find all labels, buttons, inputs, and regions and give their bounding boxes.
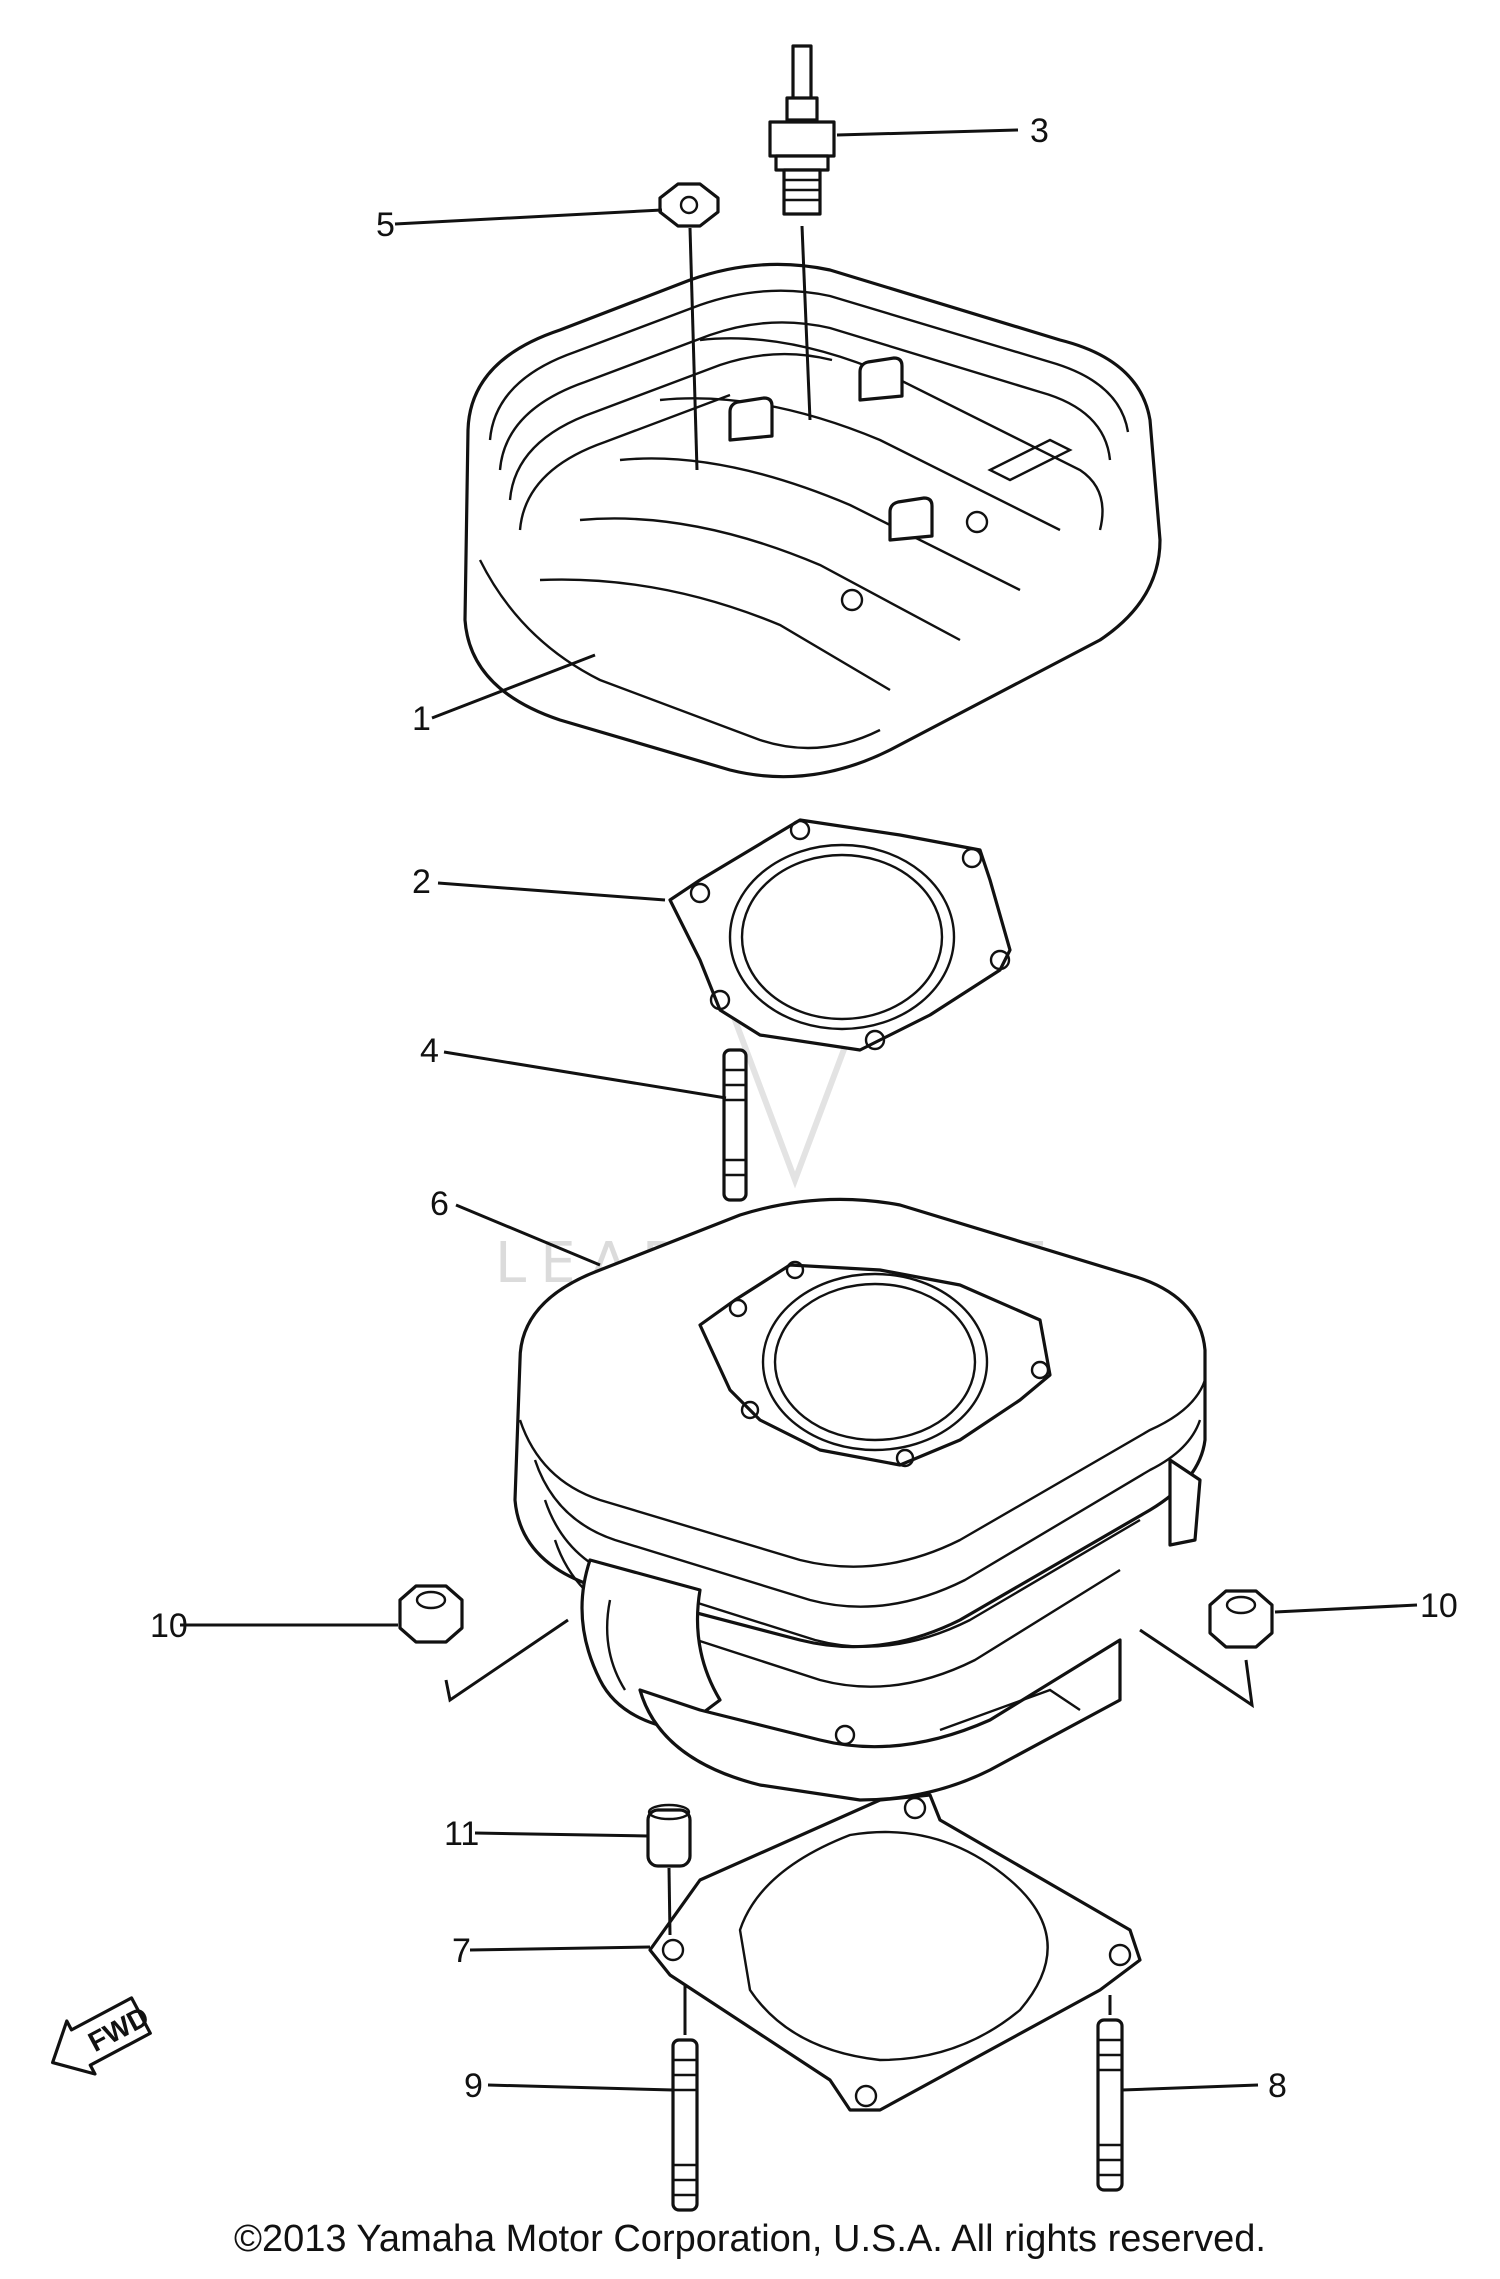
cylinder-nut-left: [398, 1584, 464, 1644]
copyright-notice: ©2013 Yamaha Motor Corporation, U.S.A. A…: [234, 2218, 1266, 2260]
callout-10-right: 10: [1420, 1587, 1458, 1625]
dowel-stud: [722, 1048, 748, 1202]
base-gasket: [648, 1793, 1142, 2112]
callout-10-left: 10: [150, 1607, 188, 1645]
head-gasket: [668, 818, 1012, 1052]
callout-3: 3: [1030, 112, 1049, 150]
cylinder-nut-right: [1208, 1589, 1274, 1649]
callout-9: 9: [464, 2067, 483, 2105]
cylinder-head: [463, 262, 1162, 779]
callout-6: 6: [430, 1185, 449, 1223]
callout-8: 8: [1268, 2067, 1287, 2105]
callout-11: 11: [444, 1815, 479, 1853]
callout-2: 2: [412, 863, 431, 901]
callout-labels: 3 5 1 2 4 6 10 10 11 7 9 8: [150, 112, 1458, 2105]
base-stud-left: [671, 2038, 699, 2212]
callout-4: 4: [420, 1032, 439, 1070]
spark-plug: [768, 44, 836, 216]
callout-5: 5: [376, 206, 395, 244]
head-nut: [658, 182, 720, 228]
callout-7: 7: [452, 1932, 471, 1970]
base-stud-right: [1096, 2018, 1124, 2192]
callout-1: 1: [412, 700, 431, 738]
cylinder-block: [513, 1197, 1207, 1802]
leader-lines: [180, 128, 1418, 2092]
base-dowel: [646, 1803, 692, 1868]
forward-direction-badge: FWD: [51, 1996, 154, 2076]
